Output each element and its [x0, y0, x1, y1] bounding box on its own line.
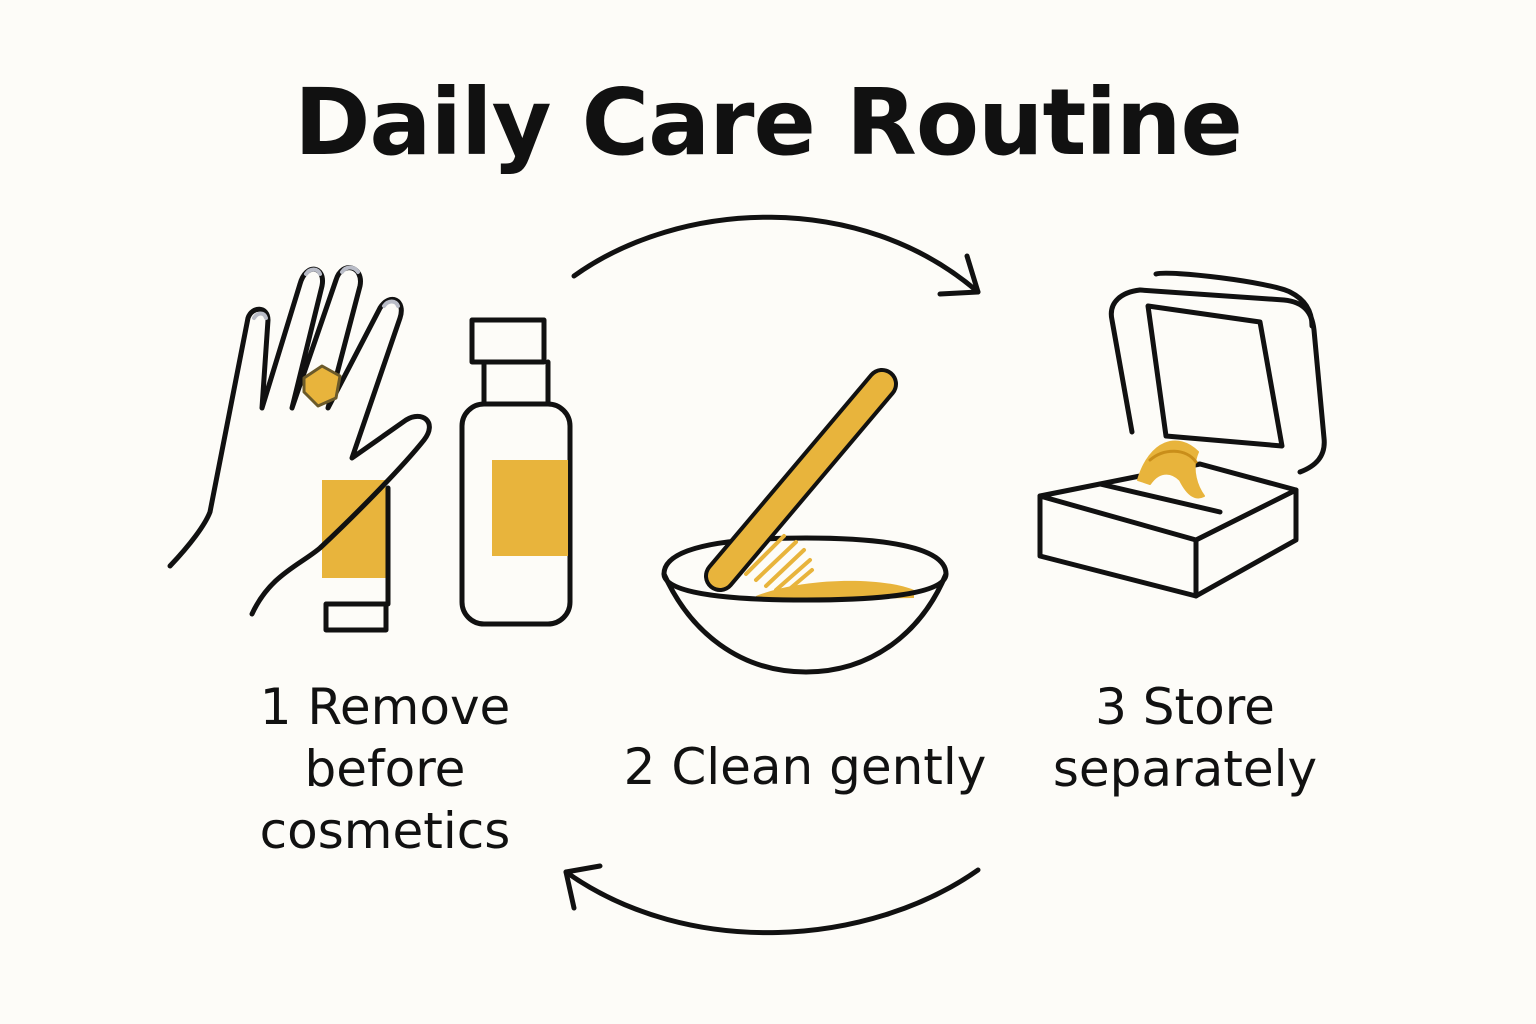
step-2-number: 2: [623, 738, 656, 796]
ring-icon: [1137, 440, 1205, 499]
bowl-icon: [661, 535, 949, 675]
step-1-text-line-2: before: [304, 740, 466, 798]
jewelry-box-icon: [1037, 270, 1327, 599]
step-1-text-line-3: cosmetics: [259, 802, 511, 860]
ring-on-finger-icon: [302, 364, 342, 408]
step-3-line-1: 3 Store: [1010, 676, 1360, 738]
step-1-number: 1: [259, 678, 292, 736]
step-1-label: 1 Remove before cosmetics: [200, 676, 570, 862]
step-3-text-line-1: Store: [1142, 678, 1275, 736]
step-1-line-1: 1 Remove: [200, 676, 570, 738]
cleaning-brush-icon: [704, 368, 898, 594]
step-2-line-1: 2 Clean gently: [590, 736, 1020, 798]
page-title: Daily Care Routine: [294, 69, 1243, 176]
step-3-label: 3 Store separately: [1010, 676, 1360, 800]
hand-with-ring-icon: [167, 265, 432, 633]
lotion-pump-bottle-icon: [459, 317, 573, 627]
cycle-arrow-top: [571, 214, 981, 297]
step-2-text-line-1: Clean gently: [671, 738, 987, 796]
step-2-label: 2 Clean gently: [590, 736, 1020, 798]
step-1-text-line-1: Remove: [307, 678, 511, 736]
step-3-number: 3: [1095, 678, 1127, 736]
step-3-text-line-2: separately: [1052, 740, 1318, 798]
cycle-arrow-bottom: [563, 863, 981, 936]
